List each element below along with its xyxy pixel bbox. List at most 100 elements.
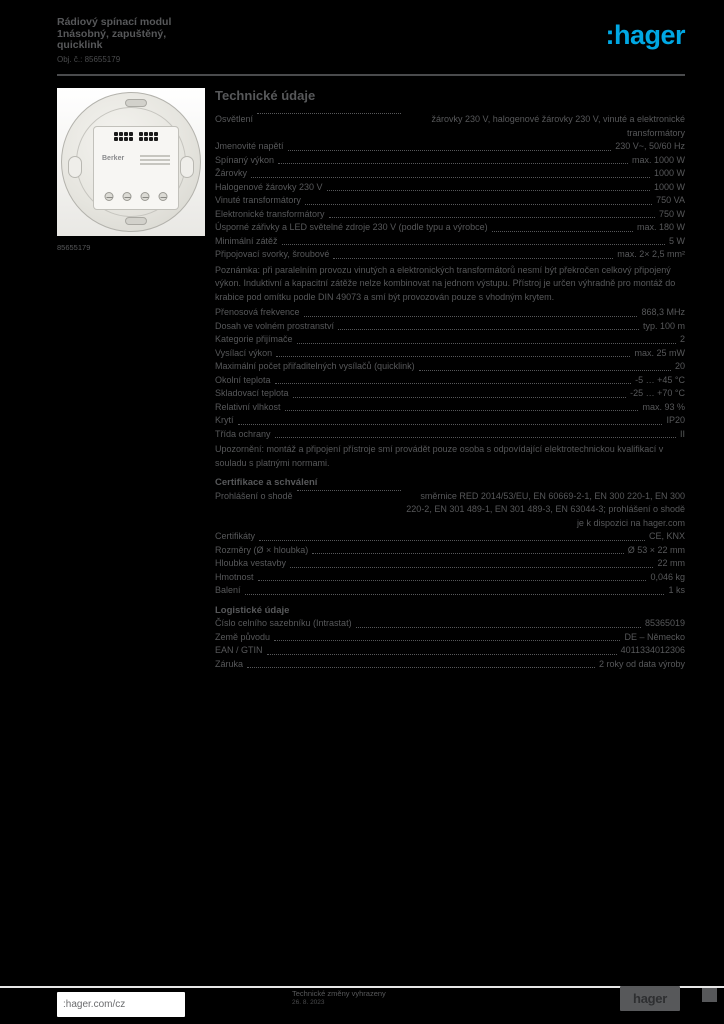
spec-value: 230 V~, 50/60 Hz [615,141,685,151]
spec-value: směrnice RED 2014/53/EU, EN 60669-2-1, E… [406,490,685,528]
dot-leader [284,410,639,411]
spec-label: Dosah ve volném prostranství [215,320,335,331]
title-line-1: Rádiový spínací modul [57,16,172,28]
spec-value: 4011334012306 [620,645,685,655]
spec-value: 1000 W [653,168,685,178]
spec-value: DE – Německo [624,631,685,642]
brand-label: Berker [102,155,125,162]
terminal-screws [104,192,168,201]
spec-subheading: Logistické údaje [215,604,290,616]
footer-corner-mark [702,988,717,1002]
spec-label: Vysílací výkon [215,347,273,358]
spec-note: Upozornění: montáž a připojení přístroje… [215,444,664,468]
screw-slot-bottom [125,217,147,225]
dot-leader [237,423,663,425]
dot-leader [287,149,612,151]
dot-leader [266,653,617,655]
spec-row: Vinuté transformátory 750 VA [215,194,685,208]
website-box[interactable]: :hager.com/cz [57,992,185,1017]
spec-label: Certifikáty [215,531,256,541]
spec-row: Úsporné zářivky a LED světelné zdroje 23… [215,221,685,235]
spec-value: Ø 53 × 22 mm [627,544,685,555]
spec-value: 1 ks [668,585,685,595]
spec-label: Okolní teplota [215,374,271,385]
dot-leader [326,190,650,191]
title-line-3: quicklink [57,39,103,51]
order-number: Obj. č.: 85655179 [57,54,121,64]
spec-value: II [679,428,685,439]
spec-row: Číslo celního sazebníku (Intrastat)85365… [215,617,685,631]
dot-leader [276,356,631,357]
connector-pins [114,132,158,141]
spec-label: Jmenovité napětí [215,141,284,151]
spec-row: Okolní teplota-5 … +45 °C [215,374,685,388]
spec-heading: Technické údaje [215,88,316,103]
spec-row: Spínaný výkon max. 1000 W [215,154,685,168]
website-link[interactable]: :hager.com/cz [63,999,126,1010]
screw-slot-top [125,99,147,107]
spec-label: Skladovací teplota [215,388,289,398]
mounting-ring: Berker [61,92,201,232]
dot-leader [296,342,676,344]
spec-label: Spínaný výkon [215,154,275,165]
spec-value: 22 mm [657,558,685,568]
footer-note-line1: Technické změny vyhrazeny [292,989,386,998]
dot-leader [281,244,665,245]
spec-row: Skladovací teplota-25 … +70 °C [215,387,685,401]
spec-value: IP20 [666,415,685,425]
dot-leader [251,176,650,178]
spec-label: Přenosová frekvence [215,307,300,317]
footer-badge-text: hager [633,991,667,1006]
dot-leader [304,203,653,205]
spec-value: 750 VA [656,195,685,205]
dot-leader [274,383,632,384]
spec-row: Jmenovité napětí 230 V~, 50/60 Hz [215,140,685,154]
spec-value: 0,046 kg [650,571,685,582]
claw-right [180,156,194,178]
header-divider [57,74,685,76]
spec-value: 868,3 MHz [641,307,685,317]
spec-row: Krytí IP20 [215,414,685,428]
spec-row: Kategorie přijímače 2 [215,333,685,347]
spec-row: Rozměry (Ø × hloubka)Ø 53 × 22 mm [215,544,685,558]
spec-label: Třída ochrany [215,428,271,439]
spec-value: max. 180 W [636,222,685,232]
spec-label: Minimální zátěž [215,235,278,246]
spec-label: Vinuté transformátory [215,195,301,205]
spec-note: Poznámka: při paralelním provozu vinutýc… [215,264,676,302]
footer-hager-badge: hager [620,986,680,1011]
dot-leader [338,329,639,330]
spec-label: Kategorie přijímače [215,334,293,344]
spec-label: Krytí [215,415,234,425]
spec-value: max. 93 % [642,401,685,412]
spec-value: 20 [674,361,685,371]
spec-value: 2 [679,334,685,344]
dot-leader [292,396,627,398]
spec-value: 5 W [668,235,685,246]
photo-caption: 85655179 [57,243,91,252]
dot-leader [247,667,595,668]
dot-leader [257,580,647,581]
dot-leader [274,640,621,641]
label-text-lines [140,155,170,167]
dot-leader [274,437,676,438]
spec-value: max. 1000 W [631,154,685,165]
spec-row: Přenosová frekvence 868,3 MHz [215,306,685,320]
spec-label: Záruka [215,658,244,669]
spec-value: max. 2× 2,5 mm² [617,249,685,259]
dot-leader [333,257,614,259]
